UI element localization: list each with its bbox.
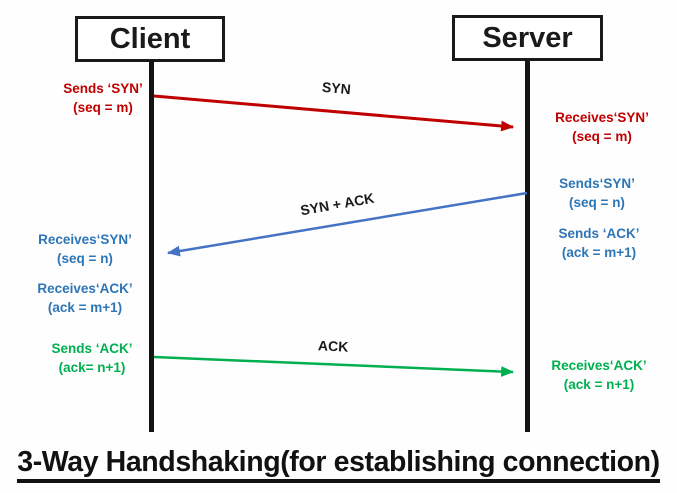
client-actor-label: Client [109,22,191,55]
note-line: (ack = m+1) [47,300,123,315]
note-server-sends-ack: Sends ‘ACK’ (ack = m+1) [534,224,664,262]
server-lifeline [525,61,530,432]
note-line: (seq = m) [572,129,632,144]
diagram-title-bar: 3-Way Handshaking(for establishing conne… [0,446,677,483]
server-actor-box: Server [452,15,603,61]
syn-arrow [153,94,515,132]
note-line: Receives‘SYN’ [555,110,649,125]
note-line: Sends ‘SYN’ [63,81,143,96]
note-line: (ack = m+1) [561,245,637,260]
note-server-receives-syn: Receives‘SYN’ (seq = m) [537,108,667,146]
client-lifeline [149,61,154,432]
ack-arrow-label: ACK [317,337,349,355]
note-client-receives-ack: Receives‘ACK’ (ack = m+1) [20,279,150,317]
note-line: (seq = n) [569,195,625,210]
note-server-sends-syn: Sends‘SYN’ (seq = n) [532,174,662,212]
note-line: Sends‘SYN’ [559,176,635,191]
note-client-receives-syn: Receives‘SYN’ (seq = n) [20,230,150,268]
note-line: Sends ‘ACK’ [51,341,133,356]
note-line: Sends ‘ACK’ [558,226,640,241]
note-line: Receives‘ACK’ [551,358,647,373]
note-server-receives-ack: Receives‘ACK’ (ack = n+1) [534,356,664,394]
diagram-title: 3-Way Handshaking(for establishing conne… [17,446,660,483]
syn-arrow-label: SYN [321,78,352,98]
note-client-sends-syn: Sends ‘SYN’ (seq = m) [38,79,168,117]
note-client-sends-ack: Sends ‘ACK’ (ack= n+1) [27,339,157,377]
ack-arrow [153,355,515,377]
note-line: Receives‘SYN’ [38,232,132,247]
client-actor-box: Client [75,16,225,62]
note-line: (seq = n) [57,251,113,266]
server-actor-label: Server [482,21,573,54]
note-line: (ack= n+1) [58,360,126,375]
note-line: Receives‘ACK’ [37,281,133,296]
note-line: (seq = m) [73,100,133,115]
syn-ack-arrow [166,191,528,257]
note-line: (ack = n+1) [563,377,635,392]
